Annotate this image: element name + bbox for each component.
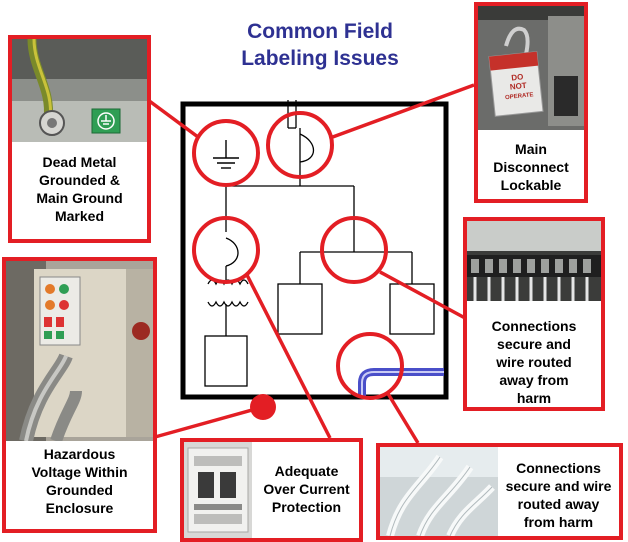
- leader-connections-top: [379, 270, 466, 320]
- enclosure-box: [180, 101, 449, 400]
- transformer-secondary: [207, 300, 249, 307]
- callout-overcurrent-text: Adequate Over Current Protection: [263, 463, 350, 515]
- leader-ground: [146, 98, 200, 139]
- enclosure-photo: [6, 261, 153, 441]
- distribution-bus: [204, 185, 435, 387]
- load-box-right: [389, 283, 435, 335]
- ground-symbol: [213, 140, 239, 169]
- breaker-photo: [184, 442, 252, 538]
- title-line-1: Common Field: [247, 20, 393, 43]
- load-box-left: [204, 335, 248, 387]
- highlight-conduit: [336, 332, 404, 400]
- highlight-branch-breaker: [192, 216, 260, 284]
- highlight-connections: [320, 216, 388, 284]
- lock-tag-line-2: NOT: [509, 81, 527, 92]
- callout-connections-bottom-text: Connections secure and wire routed away …: [505, 460, 612, 530]
- load-box-center: [277, 283, 323, 335]
- callout-connections-top-text: Connections secure and wire routed away …: [491, 318, 577, 406]
- callout-ground-text: Dead Metal Grounded & Main Ground Marked: [36, 154, 123, 224]
- callout-connections-bottom: Connections secure and wire routed away …: [376, 443, 623, 540]
- callout-ground: Dead Metal Grounded & Main Ground Marked: [8, 35, 151, 243]
- ground-terminal-photo: [12, 39, 147, 142]
- callout-overcurrent: Adequate Over Current Protection: [180, 438, 363, 542]
- wiring-photo: [380, 447, 498, 536]
- callout-disconnect: DO NOT OPERATE Main Disconnect Lockable: [474, 2, 588, 203]
- diagram-title: Common Field Labeling Issues: [200, 18, 440, 72]
- callout-hazardous-text: Hazardous Voltage Within Grounded Enclos…: [31, 446, 128, 516]
- lock-tag-line-1: DO: [511, 72, 524, 82]
- callout-disconnect-text: Main Disconnect Lockable: [493, 141, 569, 193]
- callout-hazardous: Hazardous Voltage Within Grounded Enclos…: [2, 257, 157, 533]
- highlight-ground: [192, 119, 260, 187]
- leader-disconnect: [329, 83, 475, 140]
- lock-tag-line-3: OPERATE: [505, 92, 534, 101]
- title-line-2: Labeling Issues: [241, 47, 399, 70]
- highlight-main-disconnect: [266, 111, 334, 179]
- leader-connections-bottom: [385, 391, 420, 444]
- leader-hazardous: [154, 405, 264, 439]
- lockout-photo: DO NOT OPERATE: [478, 6, 584, 130]
- callout-connections-top: Connections secure and wire routed away …: [463, 217, 605, 411]
- leader-overcurrent: [245, 274, 332, 439]
- terminal-block-photo: [467, 221, 601, 301]
